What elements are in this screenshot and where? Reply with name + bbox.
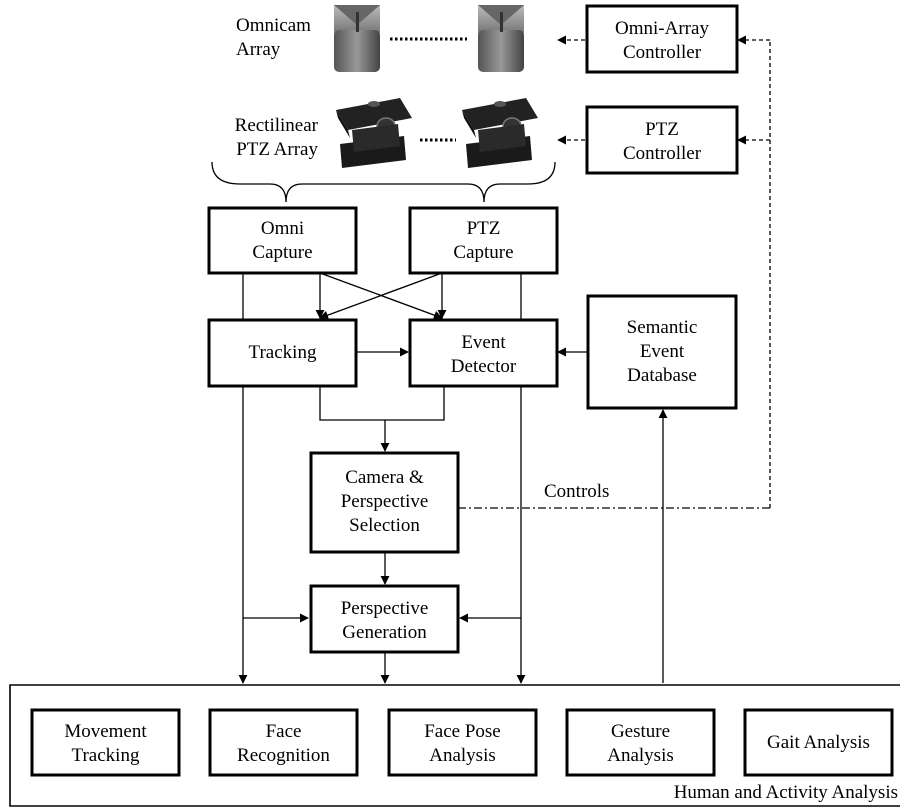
analysis-frame [9, 684, 900, 807]
tracking-label: Tracking [248, 342, 317, 363]
perspective-generation-label: Perspective Generation [340, 598, 429, 643]
omnicam-icon-left [334, 5, 380, 72]
controls-label: Controls [544, 481, 610, 502]
merge-line [319, 386, 445, 421]
camera-perspective-selection-box [309, 451, 460, 554]
face-recognition-box [208, 708, 359, 777]
face-pose-analysis-box [387, 708, 538, 777]
perspective-generation-box [309, 584, 460, 654]
gait-analysis-box [743, 708, 894, 777]
omnicam-array-label: Omnicam Array [236, 15, 311, 60]
array-brace [211, 161, 556, 203]
face-recognition-label: Face Recognition [237, 721, 330, 766]
gait-analysis-label: Gait Analysis [767, 732, 870, 753]
camera-perspective-selection-label: Camera & Perspective Selection [340, 467, 429, 536]
semantic-event-database-box [586, 294, 738, 410]
rectilinear-ptz-array-label: Rectilinear PTZ Array [234, 115, 318, 160]
event-detector-box [408, 318, 559, 388]
ptz-icon-left [336, 98, 412, 168]
gesture-analysis-box [565, 708, 716, 777]
face-pose-analysis-label: Face Pose Analysis [424, 721, 501, 766]
semantic-event-database-label: Semantic Event Database [626, 317, 698, 386]
omni-array-controller-label: Omni-Array Controller [615, 18, 709, 63]
ptz-capture-label: PTZ Capture [453, 218, 514, 263]
ptz-controller-label: PTZ Controller [622, 119, 702, 164]
ptz-icon-right [462, 98, 538, 168]
arrow-ptz-capture-to-tracking [319, 272, 443, 320]
human-activity-analysis-title: Human and Activity Analysis [673, 782, 898, 803]
ptz-controller-box [585, 105, 739, 175]
event-detector-label: Event Detector [450, 332, 517, 377]
movement-tracking-label: Movement Tracking [64, 721, 147, 766]
gesture-analysis-label: Gesture Analysis [607, 721, 674, 766]
movement-tracking-box [30, 708, 181, 777]
omnicam-icon-right [478, 5, 524, 72]
tracking-box [207, 318, 358, 388]
omni-array-controller-box [585, 4, 739, 74]
omni-capture-label: Omni Capture [252, 218, 313, 263]
omni-capture-box [207, 206, 358, 275]
ptz-capture-box [408, 206, 559, 275]
